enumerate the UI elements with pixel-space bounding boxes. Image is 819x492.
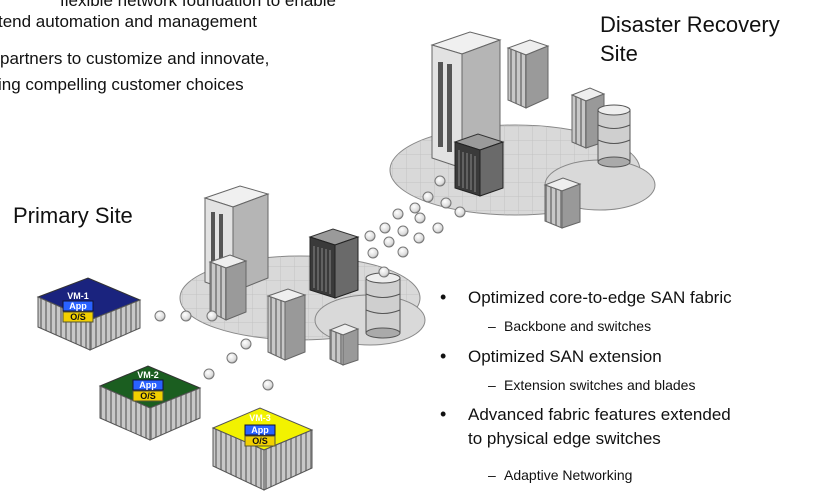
vm-3-name: VM-3 (249, 413, 271, 423)
feature-2-sub: Extension switches and blades (488, 376, 695, 394)
primary-disk-storage-icon (365, 272, 401, 339)
vm-3-host-icon (211, 407, 314, 491)
primary-edge-rack-icon (328, 323, 360, 366)
vm-1-name: VM-1 (67, 291, 89, 301)
vm-2-name: VM-2 (137, 370, 159, 380)
vm-2-app: App (139, 380, 157, 390)
vm-1-app: App (69, 301, 87, 311)
dr-disk-storage-icon (597, 104, 631, 168)
feature-1-sub: Backbone and switches (488, 317, 651, 335)
feature-3-sub: Adaptive Networking (488, 466, 632, 484)
site-link-dots (364, 175, 466, 278)
vm-3-app: App (251, 425, 269, 435)
dr-edge-rack-icon (543, 177, 582, 229)
intro-line-1: flexible network foundation to enable (60, 0, 336, 10)
vm-1-os: O/S (70, 312, 86, 322)
feature-1-bullet: Optimized core-to-edge SAN fabric (440, 286, 732, 309)
dr-site-label-line1: Disaster Recovery (600, 12, 780, 37)
vm-link-dots (154, 310, 274, 391)
intro-line-3: partners to customize and innovate, (0, 49, 270, 68)
feature-2-bullet: Optimized SAN extension (440, 345, 662, 368)
primary-storage-rack-icon (266, 288, 307, 361)
vm-3-os: O/S (252, 436, 268, 446)
dr-site-label-line2: Site (600, 41, 638, 66)
primary-site-label: Primary Site (13, 203, 133, 228)
feature-3-bullet-line2: to physical edge switches (468, 429, 661, 448)
primary-server-rack-small-icon (208, 254, 248, 321)
intro-line-2: tend automation and management (0, 12, 257, 31)
dr-director-switch-icon (453, 133, 505, 197)
intro-line-4: ing compelling customer choices (0, 75, 244, 94)
primary-director-switch-icon (308, 228, 360, 299)
vm-2-os: O/S (140, 391, 156, 401)
feature-3-bullet: Advanced fabric features extended (440, 403, 731, 426)
dr-server-rack-small-icon (506, 39, 550, 109)
vm-2-host-icon (98, 365, 202, 441)
dr-server-rack-large-icon (430, 31, 502, 169)
vm-1-host-icon (36, 277, 142, 351)
